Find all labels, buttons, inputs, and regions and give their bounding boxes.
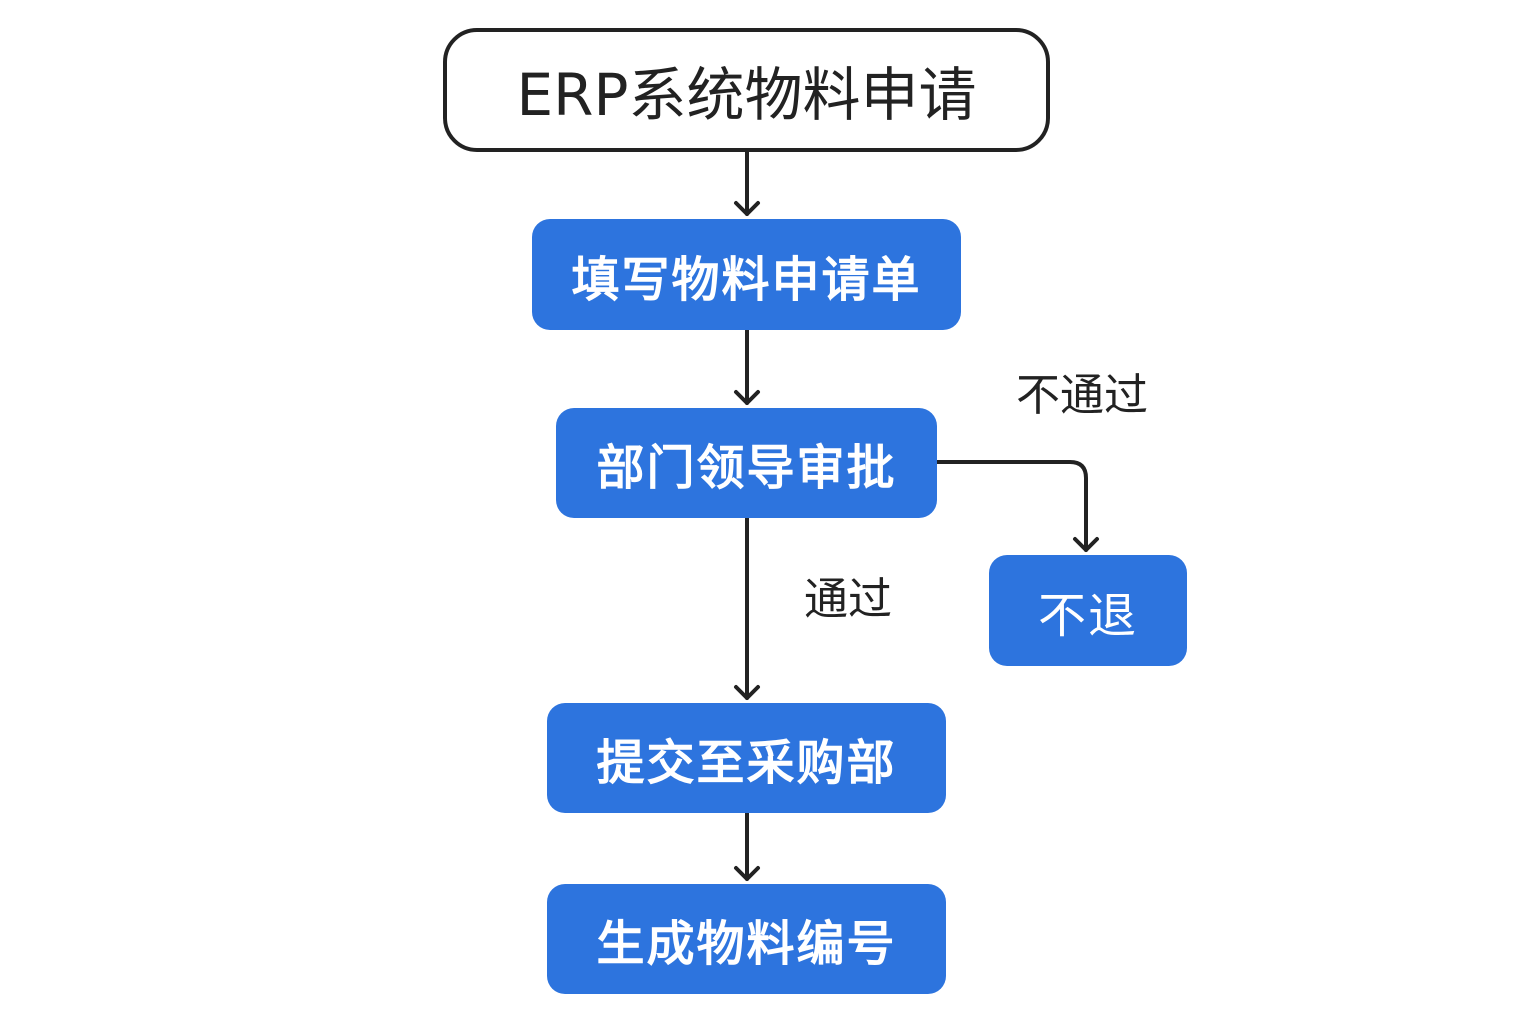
step-reject: 不退 xyxy=(989,555,1187,666)
arrow-submit-to-number xyxy=(734,811,760,881)
step-submit-to-purchasing: 提交至采购部 xyxy=(547,703,946,813)
arrow-review-to-submit xyxy=(734,516,760,700)
step-generate-material-code: 生成物料编号 xyxy=(547,884,946,994)
edge-label-approved: 通过 xyxy=(804,574,892,625)
step-department-leader-approval: 部门领导审批 xyxy=(556,408,937,518)
arrow-fill-to-review xyxy=(734,328,760,405)
edge-label-not-approved: 不通过 xyxy=(1016,370,1148,421)
arrow-review-to-reject xyxy=(935,460,1099,552)
arrow-start-to-fill xyxy=(734,150,760,216)
step-fill-material-request-form: 填写物料申请单 xyxy=(532,219,961,330)
start-node-erp-material-request: ERP系统物料申请 xyxy=(443,28,1050,152)
